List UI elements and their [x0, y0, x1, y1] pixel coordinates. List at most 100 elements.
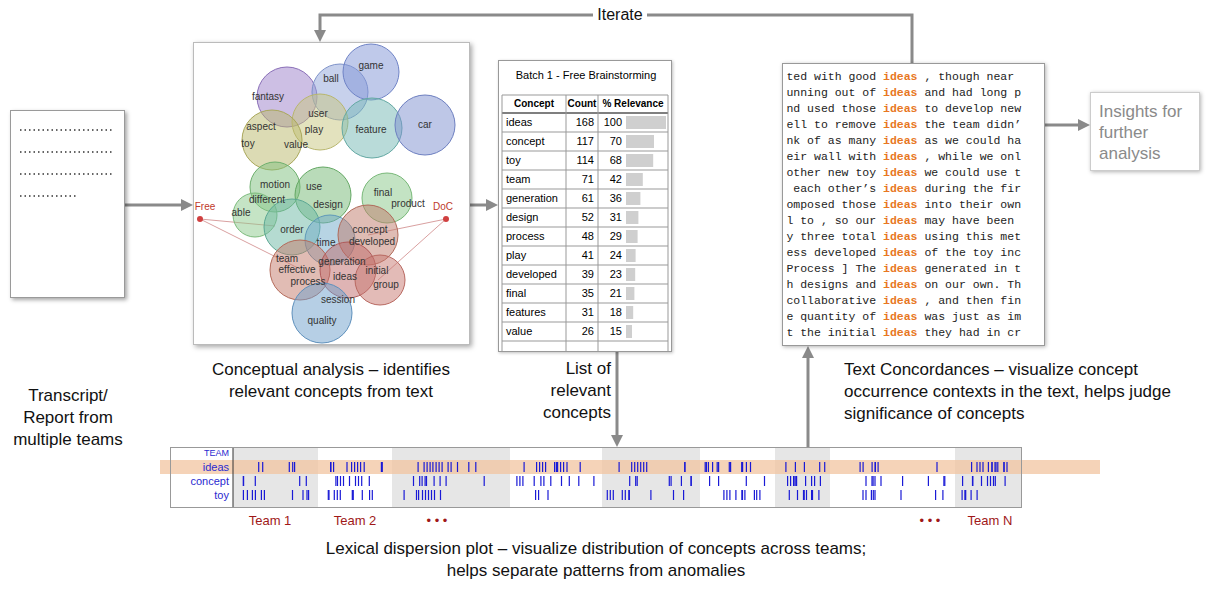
- dispersion-tick: [261, 490, 262, 500]
- concordance-text: , while we onl: [918, 150, 1022, 163]
- dispersion-tick: [746, 462, 747, 472]
- dispersion-ticks: [243, 462, 1007, 500]
- dispersion-tick: [550, 476, 551, 486]
- dispersion-tick: [994, 462, 995, 472]
- dispersion-tick: [976, 490, 977, 500]
- dispersion-tick: [440, 476, 441, 486]
- table-grid: [502, 95, 668, 351]
- team-bands: [233, 448, 1022, 507]
- team-label: Team 2: [334, 514, 377, 529]
- dispersion-tick: [987, 476, 988, 486]
- dispersion-tick: [874, 476, 875, 486]
- dispersion-tick: [796, 476, 797, 486]
- concept-word: order: [280, 224, 303, 236]
- dispersion-tick: [635, 476, 636, 486]
- table-cell: 29: [610, 230, 622, 243]
- relevance-bar: [626, 287, 634, 300]
- dispersion-tick: [741, 490, 742, 500]
- dispersion-tick: [413, 476, 414, 486]
- dispersion-tick: [803, 490, 804, 500]
- concept-word: play: [305, 124, 323, 136]
- dispersion-tick: [264, 490, 265, 500]
- circle-shape: [292, 283, 352, 343]
- concept-word: developed: [349, 236, 395, 248]
- concept-word: feature: [355, 124, 386, 136]
- circle-shape: [197, 216, 203, 222]
- dispersion-tick: [292, 490, 293, 500]
- concordance-keyword: ideas: [883, 86, 918, 99]
- dispersion-tick: [976, 462, 977, 472]
- dispersion-tick: [369, 476, 370, 486]
- dispersion-tick: [547, 490, 548, 500]
- table-cell: 68: [610, 154, 622, 167]
- dispersion-tick: [425, 476, 426, 486]
- dispersion-tick: [726, 490, 727, 500]
- concordance-text: the team didn’: [918, 118, 1022, 131]
- dispersion-tick: [424, 462, 425, 472]
- table-cell: 18: [610, 306, 622, 319]
- dispersion-tick: [971, 462, 972, 472]
- dispersion-tick: [988, 462, 989, 472]
- concept-word: initial: [366, 265, 389, 277]
- table-header: Concept: [514, 98, 554, 110]
- concept-word: generation: [318, 256, 365, 268]
- concept-word: user: [308, 108, 327, 120]
- dispersion-tick: [729, 490, 730, 500]
- dispersion-tick: [346, 462, 347, 472]
- dispersion-tick: [556, 462, 557, 472]
- dispersion-tick: [709, 476, 710, 486]
- table-cell: 24: [610, 249, 622, 262]
- dispersion-tick: [446, 476, 447, 486]
- concordance-text: ted with good: [786, 70, 883, 83]
- dispersion-plot: Lexical dispersion plot – visualize dist…: [170, 447, 1022, 508]
- dispersion-tick: [995, 462, 996, 472]
- concept-word: value: [284, 139, 308, 151]
- dispersion-tick: [416, 490, 417, 500]
- dispersion-tick: [352, 490, 353, 500]
- dispersion-tick: [871, 462, 872, 472]
- relevance-bar: [626, 116, 666, 129]
- table-rule: [502, 170, 668, 171]
- dispersion-tick: [352, 490, 353, 500]
- concordance-keyword: ideas: [883, 246, 918, 259]
- dispersion-tick: [865, 476, 866, 486]
- dispersion-tick: [328, 490, 329, 500]
- table-cell: toy: [506, 154, 521, 167]
- dispersion-tick: [750, 462, 751, 472]
- dispersion-tick: [964, 490, 965, 500]
- line-shape: [502, 95, 503, 351]
- concept-word: quality: [308, 315, 337, 327]
- concept-word: car: [418, 119, 432, 131]
- dispersion-tick: [756, 490, 757, 500]
- dispersion-tick: [764, 476, 765, 486]
- table-rule: [502, 341, 668, 342]
- dispersion-tick: [859, 462, 860, 472]
- dispersion-tick: [991, 462, 992, 472]
- dispersion-tick: [622, 490, 623, 500]
- dispersion-tick: [369, 490, 370, 500]
- highlight-band: [160, 460, 1100, 474]
- dispersion-tick: [361, 476, 362, 486]
- relevance-bar: [626, 135, 654, 148]
- relevance-bar: [626, 173, 643, 186]
- dispersion-tick: [362, 490, 363, 500]
- concordance-text: h designs and: [786, 278, 883, 291]
- dispersion-tick: [439, 462, 440, 472]
- concordance-text: to develop new: [918, 102, 1022, 115]
- concordance-text: l to , so our: [786, 214, 883, 227]
- dispersion-tick: [563, 462, 564, 472]
- table-header: Count: [568, 98, 597, 110]
- concept-word: game: [358, 60, 383, 72]
- dispersion-tick: [629, 490, 630, 500]
- node-text: Conceptual analysis – identifies relevan…: [181, 359, 481, 403]
- table-rule: [502, 246, 668, 247]
- dispersion-tick: [805, 476, 806, 486]
- dispersion-tick: [804, 462, 805, 472]
- dispersion-tick: [308, 490, 309, 500]
- table-cell: team: [506, 173, 530, 186]
- table-cell: 35: [582, 287, 594, 300]
- line-shape: [20, 195, 78, 197]
- dispersion-tick: [613, 490, 614, 500]
- table-cell: 36: [610, 192, 622, 205]
- flow-arrow: [616, 352, 619, 439]
